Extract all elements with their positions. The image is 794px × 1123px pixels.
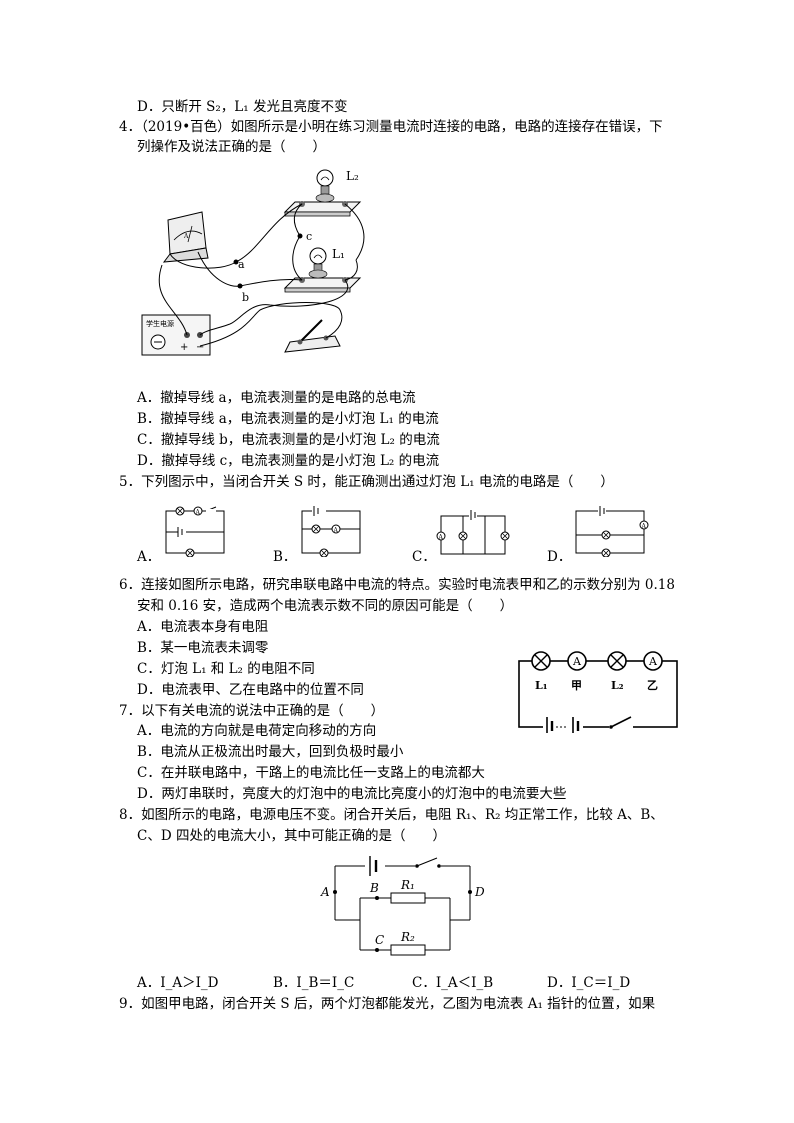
svg-text:A: A <box>195 509 201 516</box>
q6-battery <box>543 717 583 733</box>
power-supply: 学生电源 + − <box>141 314 211 356</box>
q5-circuit-c: A <box>436 510 510 555</box>
knife-switch <box>284 319 341 353</box>
q9-stem: 9．如图甲电路，闭合开关 S 后，两个灯泡都能发光，乙图为电流表 A₁ 指针的位… <box>119 996 656 1012</box>
l1-label: L₁ <box>332 247 345 261</box>
wire-a-label: a <box>238 258 245 271</box>
wires <box>158 203 365 347</box>
q8-resistor-r2 <box>390 944 426 956</box>
q8-battery <box>365 856 385 876</box>
wire-c-label: c <box>306 230 312 243</box>
q6-lamp-l1 <box>531 651 551 671</box>
q8-circuit-figure: A B C D R₁ R₂ <box>320 856 485 956</box>
q4-option-d: D．撤掉导线 c，电流表测量的是小灯泡 L₂ 的电流 <box>137 453 440 469</box>
svg-text:A: A <box>438 534 444 541</box>
q6-stem-line1: 6．连接如图所示电路，研究串联电路中电流的特点。实验时电流表甲和乙的示数分别为 … <box>119 577 675 593</box>
l2-label: L₂ <box>346 169 359 183</box>
svg-text:A: A <box>333 527 339 534</box>
q8-option-a: A．I_A＞I_D <box>137 975 219 991</box>
q8-option-d: D．I_C＝I_D <box>547 975 631 991</box>
q8-option-c: C．I_A＜I_B <box>412 975 494 991</box>
svg-text:−: − <box>196 342 204 353</box>
svg-text:A: A <box>572 655 582 668</box>
q5-label-a: A． <box>137 549 161 565</box>
q5-circuit-b: A <box>301 506 361 557</box>
ammeter-device: A <box>162 211 209 263</box>
q6-option-b: B．某一电流表未调零 <box>137 640 269 656</box>
l1-lamp-board <box>283 247 362 293</box>
q3-option-d: D．只断开 S₂，L₁ 发光且亮度不变 <box>137 99 348 115</box>
q8-option-b: B．I_B＝I_C <box>273 975 355 991</box>
q5-circuit-a: A <box>165 506 225 557</box>
q8-label-r1: R₁ <box>400 878 415 892</box>
q4-circuit-figure: L₂ L₁ A 学生电源 + − <box>141 169 365 356</box>
svg-text:A: A <box>183 233 189 240</box>
q4-stem-line2: 列操作及说法正确的是（ ） <box>137 139 326 155</box>
q8-resistor-r1 <box>390 892 426 904</box>
q7-option-a: A．电流的方向就是电荷定向移动的方向 <box>137 723 377 739</box>
supply-label: 学生电源 <box>146 319 174 328</box>
q5-label-c: C． <box>412 549 436 565</box>
q8-switch <box>415 857 441 870</box>
q6-option-a: A．电流表本身有电阻 <box>137 619 269 635</box>
q6-stem-line2: 安和 0.16 安，造成两个电流表示数不同的原因可能是（ ） <box>137 598 514 614</box>
q6-circuit-figure: A A L₁ 甲 L₂ 乙 <box>518 651 678 733</box>
q8-stem-line1: 8．如图所示的电路，电源电压不变。闭合开关后，电阻 R₁、R₂ 均正常工作，比较… <box>119 807 664 823</box>
q8-point-d: D <box>474 885 485 899</box>
q4-option-b: B．撤掉导线 a，电流表测量的是小灯泡 L₁ 的电流 <box>137 411 439 427</box>
q6-option-d: D．电流表甲、乙在电路中的位置不同 <box>137 682 364 698</box>
q7-stem: 7．以下有关电流的说法中正确的是（ ） <box>119 703 385 719</box>
q8-point-c: C <box>375 933 384 947</box>
q7-option-d: D．两灯串联时，亮度大的灯泡中的电流比亮度小的灯泡中的电流要大些 <box>137 786 567 802</box>
q6-ammeter-yi: A <box>643 651 663 671</box>
q5-label-d: D． <box>547 549 572 565</box>
q8-point-a: A <box>320 885 330 899</box>
q7-option-b: B．电流从正极流出时最大，回到负极时最小 <box>137 744 404 760</box>
q4-option-a: A．撤掉导线 a，电流表测量的是电路的总电流 <box>137 390 416 406</box>
q6-option-c: C．灯泡 L₁ 和 L₂ 的电阻不同 <box>137 661 315 677</box>
q6-lamp-l2 <box>607 651 627 671</box>
q8-label-r2: R₂ <box>400 930 415 944</box>
wire-b-label: b <box>242 291 249 304</box>
q4-option-c: C．撤掉导线 b，电流表测量的是小灯泡 L₂ 的电流 <box>137 432 440 448</box>
q5-label-b: B． <box>273 549 297 565</box>
svg-text:+: + <box>180 342 188 353</box>
q8-stem-line2: C、D 四处的电流大小，其中可能正确的是（ ） <box>137 828 446 844</box>
q5-stem: 5．下列图示中，当闭合开关 S 时，能正确测出通过灯泡 L₁ 电流的电路是（ ） <box>119 474 614 490</box>
q6-label-jia: 甲 <box>571 679 582 692</box>
q6-ammeter-jia: A <box>567 651 587 671</box>
q6-label-l1: L₁ <box>535 679 548 692</box>
q5-circuit-d: A <box>575 506 649 557</box>
q4-stem-line1: 4．（2019•百色）如图所示是小明在练习测量电流时连接的电路，电路的连接存在错… <box>119 119 663 135</box>
svg-text:A: A <box>648 655 658 668</box>
q7-option-c: C．在并联电路中，干路上的电流比任一支路上的电流都大 <box>137 765 485 781</box>
q6-switch <box>609 716 633 731</box>
q6-label-yi: 乙 <box>647 679 658 692</box>
q8-point-b: B <box>369 881 379 895</box>
svg-text:A: A <box>641 523 647 530</box>
q6-label-l2: L₂ <box>611 679 624 692</box>
